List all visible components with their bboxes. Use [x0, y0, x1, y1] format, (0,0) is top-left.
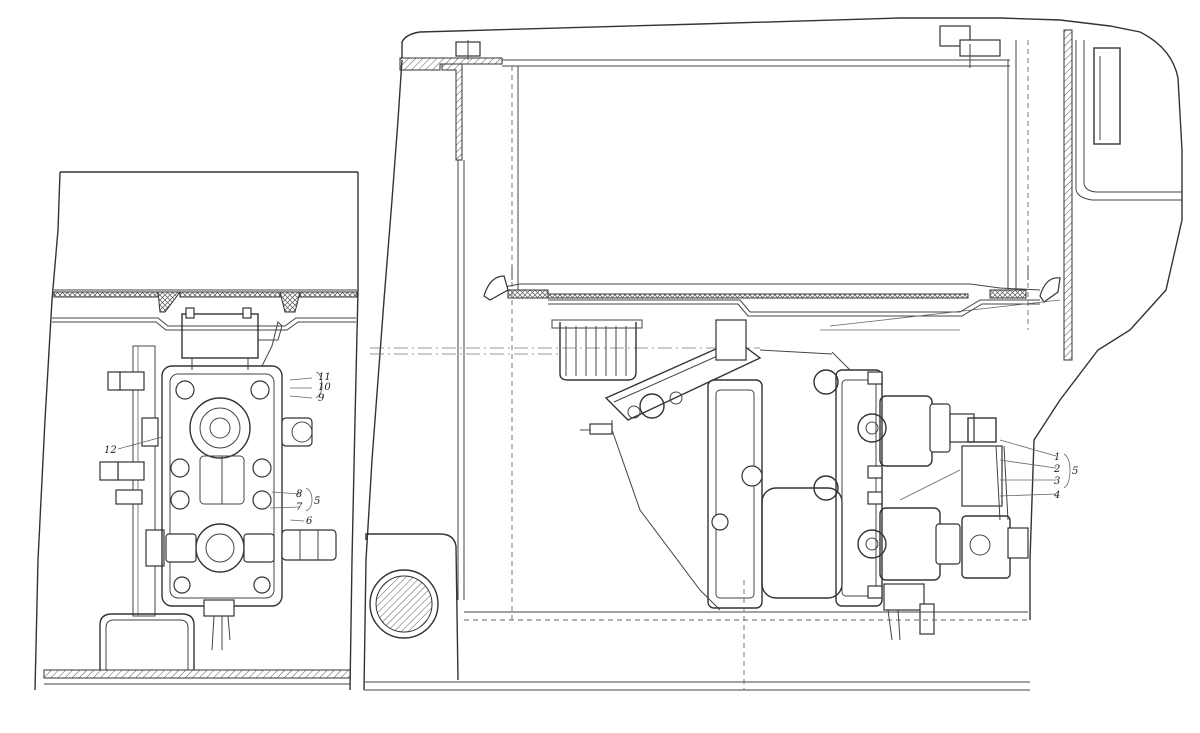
left-valve-cap [181, 307, 283, 370]
callout-11: 11 [318, 372, 331, 383]
left-callouts: 11 10 9 12 8 7 5 6 [104, 372, 331, 527]
callout-7: 7 [296, 502, 303, 513]
right-columns [457, 29, 1182, 620]
left-drain [203, 599, 235, 651]
left-top-plate [52, 289, 358, 331]
left-leaders [117, 371, 323, 522]
left-base [43, 613, 351, 685]
valve-assembly [707, 369, 961, 611]
lever-arm [580, 319, 762, 435]
callout-8: 8 [296, 489, 302, 500]
left-frame [34, 171, 359, 691]
callout-3: 3 [1054, 476, 1060, 487]
callout-1: 1 [1054, 452, 1060, 463]
right-floor [483, 266, 1061, 317]
callout-10: 10 [318, 382, 331, 393]
left-valve-body [161, 365, 283, 607]
callout-5: 5 [314, 496, 320, 507]
housing-outline [611, 299, 1061, 611]
right-top-plate [399, 25, 1010, 161]
right-fittings [949, 413, 1029, 579]
right-frame [363, 17, 1183, 691]
left-bracket [115, 345, 165, 617]
right-base [365, 533, 1028, 690]
callout-12: 12 [104, 445, 117, 456]
callout-2: 2 [1053, 464, 1060, 475]
callout-9: 9 [318, 393, 325, 404]
right-callouts: 1 2 3 4 5 [1053, 452, 1078, 501]
bellows [551, 319, 643, 381]
callout-5-right: 5 [1072, 466, 1078, 477]
right-leaders [899, 439, 1071, 501]
right-view: 1 2 3 4 5 [363, 17, 1183, 691]
callout-6: 6 [306, 516, 313, 527]
left-fittings [99, 371, 337, 561]
left-view: 11 10 9 12 8 7 5 6 [34, 171, 359, 691]
callout-4: 4 [1053, 490, 1060, 501]
